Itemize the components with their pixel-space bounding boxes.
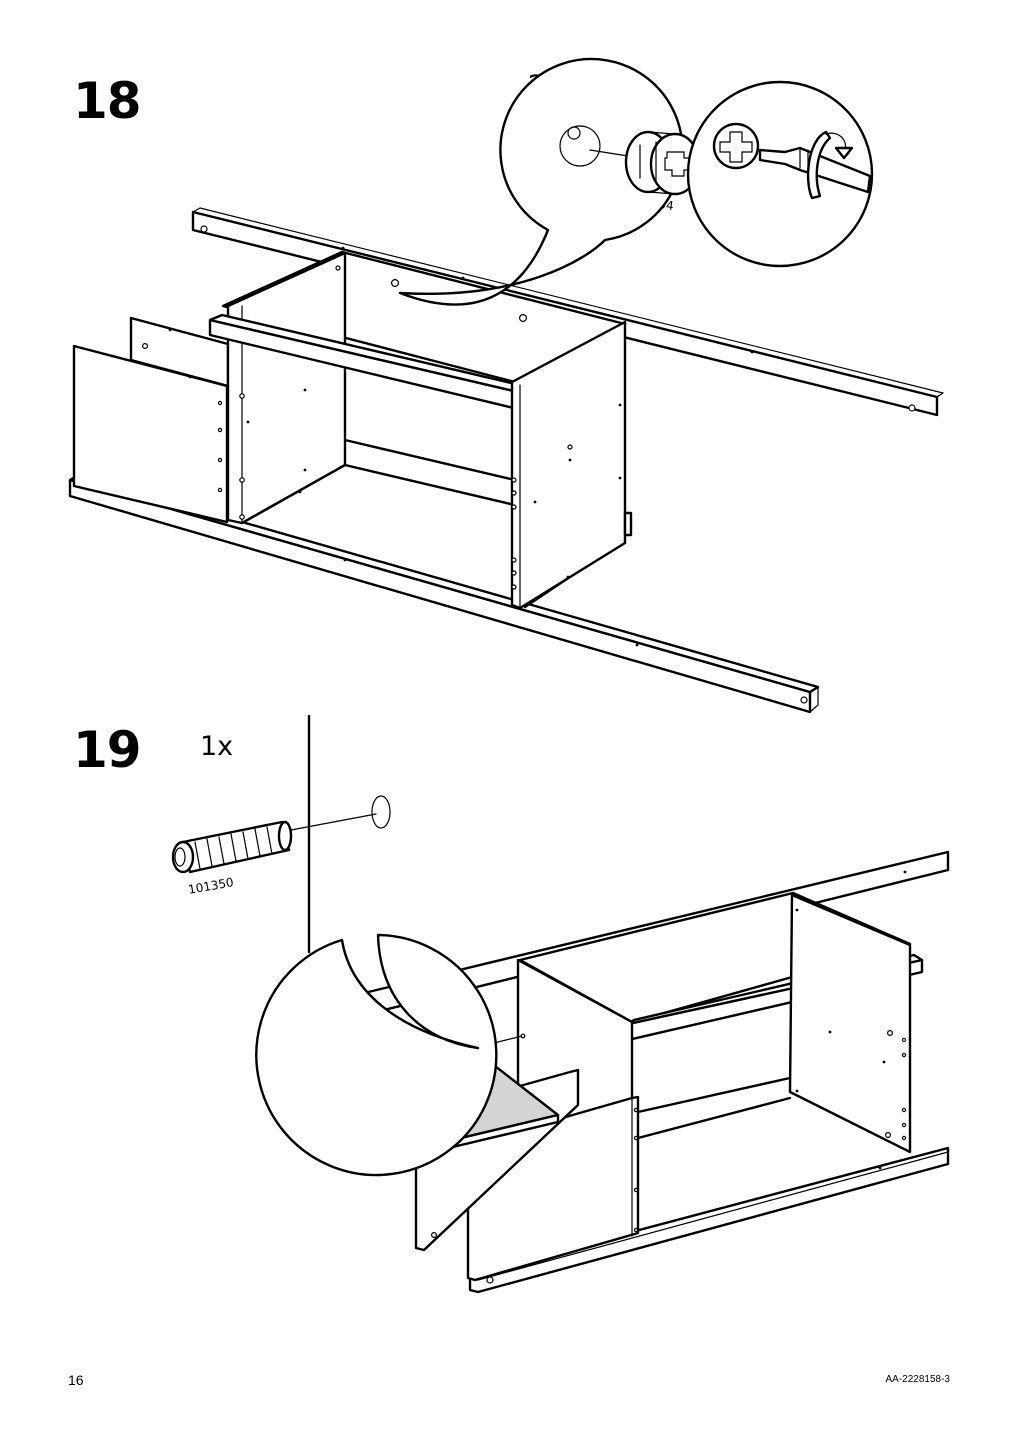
step-18-illustration [68,57,944,714]
dowel-detail-bubble [171,714,498,1177]
page-number: 16 [68,1372,84,1388]
cam-lock-detail-bubble [398,57,701,306]
document-code: AA-2228158-3 [885,1374,951,1385]
cabinet-body [208,250,633,610]
cam-lock-top-icon [712,122,760,170]
screwdriver-detail-bubble [686,80,874,268]
dowel-icon [171,820,293,874]
step-19-quantity: 1x [200,731,234,762]
step-19-number: 19 [73,721,142,779]
step-19-illustration [171,714,950,1294]
rotate-clockwise-icon [806,130,854,200]
front-rail [468,1146,950,1294]
step-18-number: 18 [73,72,142,130]
